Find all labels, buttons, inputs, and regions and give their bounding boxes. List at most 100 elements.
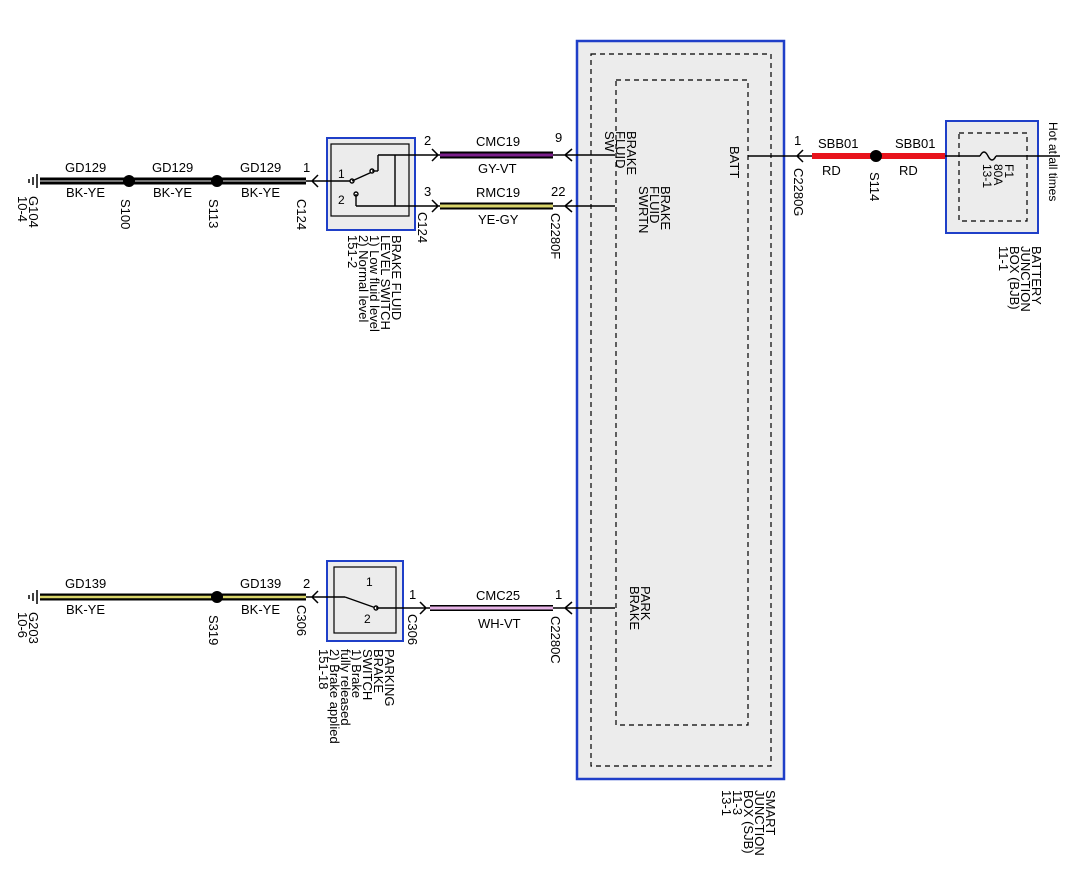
connector-c306-arrow-b: [408, 601, 430, 615]
wire-label-bkye-e: BK-YE: [241, 602, 280, 617]
sjb-pin-swrtn-2: FLUID: [647, 186, 662, 224]
wire-label-rmc19: RMC19: [476, 185, 520, 200]
connector-c306-label-b: C306: [405, 614, 420, 645]
connector-c2280c-arrow: [553, 601, 615, 615]
bjb-label-3: BOX (BJB): [1007, 246, 1022, 310]
pin-c124-3: 3: [424, 184, 431, 199]
fuse-80a-label: 80A: [991, 164, 1005, 185]
sjb-label-4: 11-3: [730, 790, 745, 815]
splice-s100-dot: [123, 175, 135, 187]
brake-fluid-switch-label-4: 2) Normal level: [356, 235, 371, 323]
wire-label-gyvt: GY-VT: [478, 161, 517, 176]
parking-brake-switch-label-3: SWITCH: [360, 649, 375, 700]
sjb-pin-park-1: PARK: [638, 586, 653, 621]
splice-s100-label: S100: [118, 199, 133, 229]
connector-c2280f-label: C2280F: [548, 213, 563, 259]
wire-label-bkye-d: BK-YE: [66, 602, 105, 617]
connector-c124-arrow-3: [412, 199, 440, 213]
fuse-ref-label: 13-1: [980, 164, 994, 188]
parking-brake-switch-box: [326, 560, 404, 642]
bjb-label-2: JUNCTION: [1018, 246, 1033, 312]
switch-pin-1: 1: [338, 167, 345, 181]
bjb-label-1: BATTERY: [1029, 246, 1044, 305]
wire-label-rd-a: RD: [822, 163, 841, 178]
connector-c124-arrow-a: [306, 174, 320, 188]
parking-brake-switch-label-7: 151-18: [316, 649, 331, 689]
splice-s113-label: S113: [206, 199, 221, 228]
wire-label-sbb01-a: SBB01: [818, 136, 858, 151]
wire-label-yegy: YE-GY: [478, 212, 519, 227]
psw-pin-1: 1: [366, 575, 373, 589]
wire-label-gd129-a: GD129: [65, 160, 106, 175]
parking-brake-switch-label-1: PARKING: [382, 649, 397, 707]
splice-s319-dot: [211, 591, 223, 603]
wire-label-gd129-c: GD129: [240, 160, 281, 175]
bjb-inner-dash: [958, 132, 1028, 222]
bjb-box: [945, 120, 1039, 234]
connector-c2280f-arrow-22: [553, 199, 615, 213]
pin-c2280f-9: 9: [555, 130, 562, 145]
pin-batt-1: 1: [794, 133, 801, 148]
sjb-box: [575, 39, 786, 781]
ground-g104-label: G104: [26, 196, 41, 228]
switch-pin-2: 2: [338, 193, 345, 207]
splice-s319-label: S319: [206, 615, 221, 645]
bjb-label-4: 11-1: [996, 246, 1011, 271]
sjb-pin-brake-fluid-sw-2: FLUID: [613, 131, 628, 169]
connector-c306-label-a: C306: [294, 605, 309, 636]
ground-g104-symbol: [28, 174, 38, 188]
sjb-pin-batt: BATT: [727, 146, 742, 178]
splice-s114-dot: [870, 150, 882, 162]
parking-brake-switch-label-2: BRAKE: [371, 649, 386, 693]
parking-brake-switch-inner: [333, 566, 397, 634]
wire-label-gd139-a: GD139: [65, 576, 106, 591]
wire-label-gd139-b: GD139: [240, 576, 281, 591]
pin-c2280c-1: 1: [555, 587, 562, 602]
connector-c2280g-arrow: [794, 149, 812, 163]
psw-pin-2: 2: [364, 612, 371, 626]
parking-brake-switch-contacts: [322, 596, 408, 611]
sjb-label-2: JUNCTION: [752, 790, 767, 856]
brake-fluid-switch-label-2: LEVEL SWITCH: [378, 235, 393, 330]
pin-c306-1: 1: [409, 587, 416, 602]
brake-fluid-switch-label-5: 151-2: [345, 235, 360, 268]
sjb-label-1: SMART: [763, 790, 778, 835]
wire-label-rd-b: RD: [899, 163, 918, 178]
connector-c2280g-label: C2280G: [791, 168, 806, 216]
ground-g203-symbol: [28, 590, 38, 604]
brake-fluid-switch-label-1: BRAKE FLUID: [389, 235, 404, 320]
sjb-pin-brake-fluid-sw-1: BRAKE: [624, 131, 639, 175]
parking-brake-switch-label-5: fully released: [338, 649, 353, 726]
sjb-pin-park-2: BRAKE: [627, 586, 642, 630]
wire-label-sbb01-b: SBB01: [895, 136, 935, 151]
connector-c2280c-label: C2280C: [548, 616, 563, 664]
sjb-pin-brake-fluid-sw-3: SW: [602, 131, 617, 153]
fuse-f1-label: F1: [1002, 164, 1016, 178]
sjb-inner-dash-2: [615, 79, 749, 726]
brake-fluid-switch-label-3: 1) Low fluid level: [367, 235, 382, 332]
wire-label-whvt: WH-VT: [478, 616, 521, 631]
splice-s114-label: S114: [867, 172, 882, 201]
brake-fluid-switch-inner: [330, 143, 410, 217]
sjb-label-5: 13-1: [719, 790, 734, 816]
brake-fluid-switch-contacts: [320, 154, 412, 207]
connector-c124-label-b: C124: [415, 212, 430, 243]
connector-c306-arrow-a: [306, 590, 322, 604]
wire-label-bkye-a: BK-YE: [66, 185, 105, 200]
pin-c124-1: 1: [303, 160, 310, 175]
wire-label-bkye-c: BK-YE: [241, 185, 280, 200]
parking-brake-switch-label-4: 1) Brake: [349, 649, 364, 698]
pin-c306-2: 2: [303, 576, 310, 591]
wire-label-gd129-b: GD129: [152, 160, 193, 175]
ground-g104-ref: 10-4: [15, 196, 30, 222]
sjb-pin-swrtn-1: BRAKE: [658, 186, 673, 230]
connector-c2280f-arrow-9: [553, 148, 615, 162]
connector-c124-arrow-2: [412, 148, 440, 162]
sjb-label-3: BOX (SJB): [741, 790, 756, 854]
ground-g203-label: G203: [26, 612, 41, 644]
sjb-pin-swrtn-3: SWRTN: [636, 186, 651, 233]
fuse-f1-symbol: [945, 151, 1060, 161]
wire-label-cmc25: CMC25: [476, 588, 520, 603]
pin-c124-2: 2: [424, 133, 431, 148]
